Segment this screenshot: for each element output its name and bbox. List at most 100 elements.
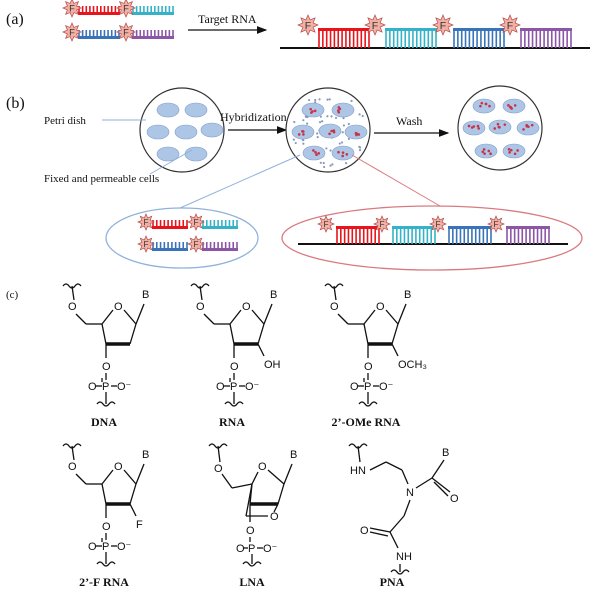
svg-text:F: F — [136, 519, 143, 531]
svg-text:B: B — [442, 447, 449, 459]
panel-b: (b) Petri dish Fixed and permeable cells… — [6, 85, 583, 271]
fluorophore-label: F — [143, 239, 148, 249]
signal-dot — [328, 132, 331, 136]
dish2-hybridized-cells — [291, 98, 368, 169]
probe-dot — [350, 99, 353, 103]
fluorophore-label: F — [507, 20, 513, 32]
structure-label: 2’-F RNA — [79, 575, 129, 589]
panel-a-label: (a) — [6, 11, 24, 28]
fluorophore-star-icon — [62, 0, 82, 18]
callout-unbound-probes — [105, 207, 259, 269]
probe-dot — [342, 124, 345, 127]
fluorophore-star-icon — [499, 14, 521, 36]
cell — [331, 102, 355, 118]
svg-text:P: P — [364, 381, 371, 393]
probe-dot — [330, 115, 333, 118]
probe-dot — [316, 132, 319, 135]
signal-dot — [479, 104, 482, 108]
svg-text:O: O — [330, 301, 339, 313]
svg-text:O: O — [214, 463, 223, 475]
probe-dot — [302, 139, 305, 142]
callout-free-probe-1 — [152, 220, 188, 229]
callout-bound-probe-1 — [336, 226, 380, 244]
free-probe-1 — [78, 6, 120, 15]
svg-text:O: O — [450, 493, 459, 505]
probe-dot — [326, 98, 329, 101]
probe-dot — [293, 120, 296, 124]
svg-text:O⁻: O⁻ — [117, 381, 132, 393]
signal-dot — [487, 149, 491, 153]
panel-c-label: (c) — [6, 289, 19, 301]
structure-label: LNA — [239, 575, 265, 589]
signal-dot — [530, 123, 534, 127]
probe-dot — [302, 119, 305, 122]
signal-dot — [330, 129, 333, 133]
cell — [516, 120, 540, 136]
fluorophore-star-icon — [317, 215, 335, 233]
svg-text:N: N — [406, 487, 414, 499]
cell — [301, 102, 325, 118]
fluorophore-star-icon — [62, 22, 82, 42]
fluorophore-label: F — [372, 20, 378, 32]
cell — [502, 98, 526, 114]
svg-text:B: B — [290, 449, 297, 461]
signal-dot — [341, 154, 344, 158]
fluorophore-star-icon — [187, 213, 205, 231]
signal-dot — [507, 147, 511, 151]
svg-text:O: O — [102, 521, 111, 533]
dish3-washed-cells — [462, 98, 540, 159]
signal-dot — [332, 129, 336, 132]
signal-dot — [513, 152, 517, 156]
signal-dot — [510, 148, 513, 152]
probe-dot — [307, 98, 311, 102]
signal-dot — [496, 122, 500, 126]
signal-dot — [522, 128, 525, 131]
probe-dot — [331, 163, 334, 166]
signal-dot — [309, 107, 312, 111]
svg-text:O: O — [102, 361, 111, 373]
probe-dot — [323, 165, 326, 169]
probe-dot — [314, 98, 317, 102]
fluorophore-label: F — [193, 239, 198, 249]
fluorophore-star-icon — [116, 0, 136, 18]
dish1-cells — [146, 102, 224, 162]
fluorophore-star-icon — [364, 14, 386, 36]
wash-label: Wash — [396, 114, 422, 128]
svg-text:O⁻: O⁻ — [379, 381, 394, 393]
svg-text:B: B — [270, 289, 277, 301]
cell — [502, 143, 526, 159]
cell — [156, 102, 180, 118]
fluorophore-label: F — [493, 219, 498, 229]
probe-dot — [361, 114, 364, 118]
fluorophore-star-icon — [187, 235, 205, 253]
callout-bound-probes — [281, 205, 583, 271]
svg-text:P: P — [248, 543, 255, 555]
svg-text:O: O — [114, 461, 123, 473]
svg-text:O⁻: O⁻ — [245, 381, 260, 393]
probe-dot — [325, 147, 328, 150]
cells-leader — [149, 149, 193, 175]
probe-dot — [318, 121, 322, 124]
callout-free-probe-3 — [152, 242, 188, 251]
signal-dot — [476, 124, 480, 128]
signal-dot — [510, 107, 513, 110]
svg-text:O: O — [216, 381, 225, 393]
signal-dot — [516, 149, 519, 152]
fluorophore-label: F — [143, 217, 148, 227]
probe-dot — [322, 161, 325, 165]
signal-dot — [493, 127, 497, 130]
fluorophore-label: F — [323, 219, 328, 229]
bound-probe-2 — [385, 28, 437, 48]
fluorophore-label: F — [379, 219, 384, 229]
svg-text:O⁻: O⁻ — [117, 541, 132, 553]
svg-text:P: P — [102, 541, 109, 553]
svg-text:O: O — [230, 361, 239, 373]
svg-text:O: O — [68, 301, 77, 313]
structure-label: 2’-OMe RNA — [332, 415, 401, 429]
